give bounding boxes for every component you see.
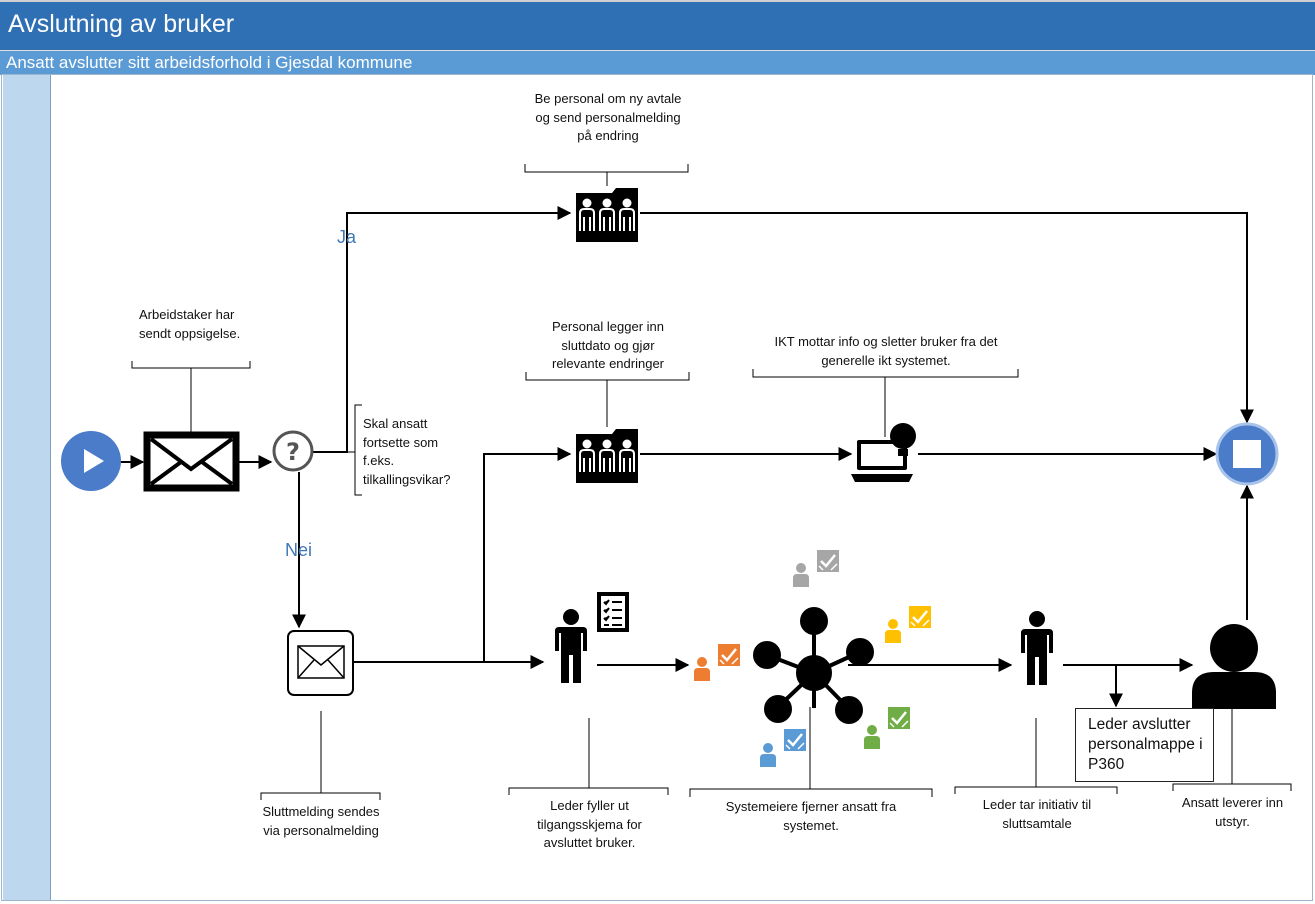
diagram-title: Avslutning av bruker	[8, 10, 235, 38]
hr-new-agreement-note: Be personal om ny avtale og send persona…	[534, 91, 682, 143]
manager-form-note: Leder fyller ut tilgangsskjema for avslu…	[537, 798, 642, 850]
swimlane-header	[3, 74, 51, 900]
team-folder-icon	[575, 428, 639, 484]
message-task	[287, 630, 354, 696]
user-check-icon	[885, 604, 933, 643]
no-label: Nei	[285, 540, 313, 560]
decision-question: Skal ansatt fortsette som f.eks. tilkall…	[363, 416, 451, 487]
person-icon	[1021, 611, 1053, 685]
p360-task: Leder avslutter personalmappe i P360	[1075, 708, 1214, 782]
title-bar: Avslutning av bruker	[0, 0, 1315, 50]
network-hub-icon	[753, 607, 874, 724]
question-icon: ?	[272, 430, 314, 472]
user-check-icon	[793, 548, 841, 587]
hr-end-date-note: Personal legger inn sluttdato og gjør re…	[551, 319, 665, 371]
yes-label: Ja	[337, 227, 357, 247]
person-icon	[555, 609, 587, 683]
start-event	[61, 431, 121, 491]
play-icon	[84, 449, 104, 473]
checklist-icon	[597, 592, 629, 632]
start-note: Arbeidstaker har sendt oppsigelse.	[139, 307, 241, 341]
equipment-return-note: Ansatt leverer inn utstyr.	[1181, 795, 1284, 829]
end-event	[1215, 422, 1279, 486]
envelope-icon	[143, 431, 240, 492]
team-folder-icon	[575, 187, 639, 243]
stop-icon	[1233, 440, 1261, 468]
user-check-icon	[760, 727, 808, 767]
user-check-icon	[864, 705, 912, 749]
system-owners-note: Systemeiere fjerner ansatt fra systemet.	[725, 799, 897, 833]
subtitle-bar: Ansatt avslutter sitt arbeidsforhold i G…	[0, 50, 1315, 75]
annotation-brackets	[131, 164, 1292, 800]
svg-text:?: ?	[286, 438, 300, 466]
end-message-note: Sluttmelding sendes via personalmelding	[262, 804, 380, 838]
laptop-bulb-icon	[851, 423, 916, 482]
person-icon	[1192, 624, 1276, 709]
lane-title: Ansatt avslutter sitt arbeidsforhold i G…	[6, 53, 413, 72]
it-delete-note: IKT mottar info og sletter bruker fra de…	[774, 334, 998, 368]
exit-interview-note: Leder tar initiativ til sluttsamtale	[982, 797, 1092, 831]
user-check-icon	[694, 642, 742, 681]
